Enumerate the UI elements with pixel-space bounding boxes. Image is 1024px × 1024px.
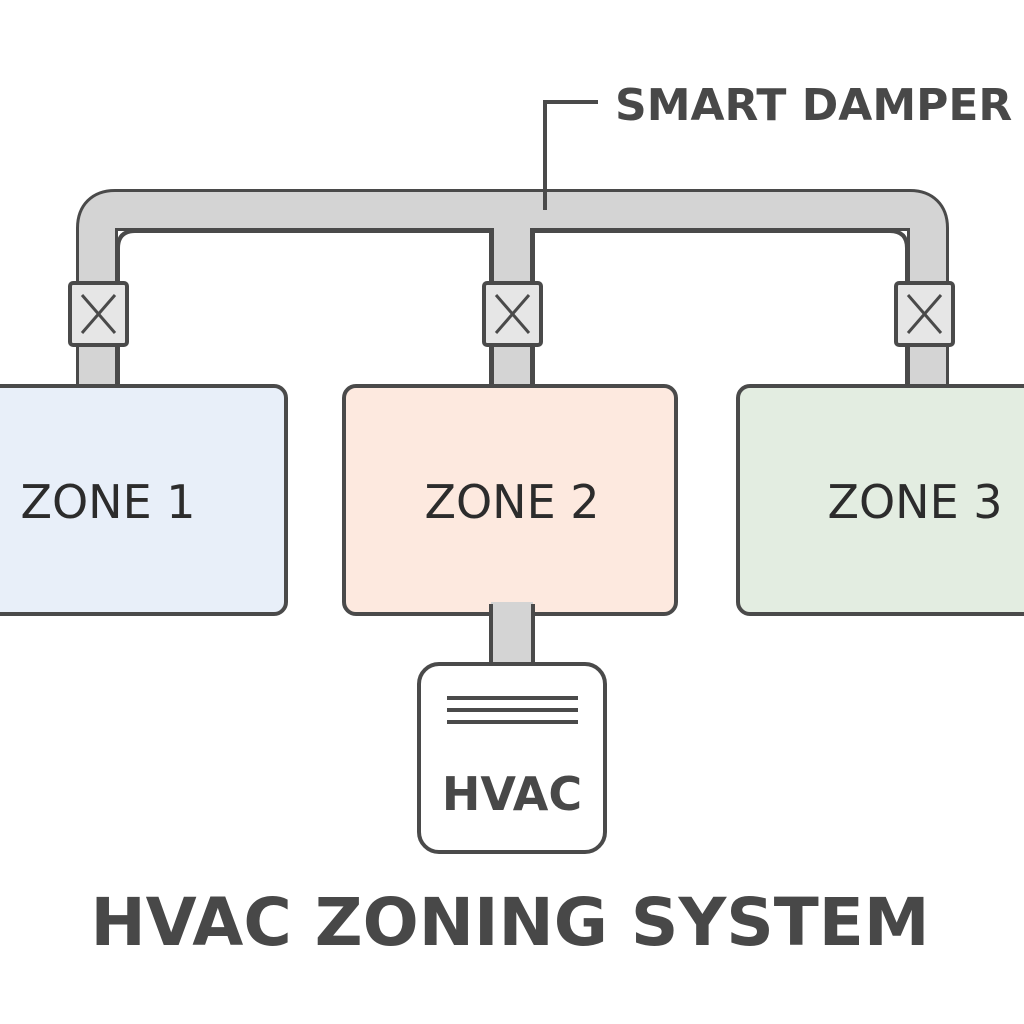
zone-1: ZONE 1: [0, 384, 288, 616]
zone-1-label: ZONE 1: [20, 475, 195, 529]
hvac-unit: HVAC: [417, 662, 607, 854]
smart-damper-leader-line: [543, 100, 598, 210]
zone-1-box: [0, 384, 288, 616]
supply-duct-to-hvac: [489, 602, 535, 666]
damper-zone-1: [68, 281, 129, 347]
supply-duct-network: [76, 189, 949, 385]
zone-3-label: ZONE 3: [827, 475, 1002, 529]
smart-damper-label: SMART DAMPER: [615, 80, 1012, 131]
hvac-unit-label: HVAC: [442, 767, 582, 821]
diagram-title: HVAC ZONING SYSTEM: [90, 884, 929, 961]
zone-2-label: ZONE 2: [424, 475, 599, 529]
damper-zone-2: [482, 281, 543, 347]
duct-inner-edge-left: [116, 229, 493, 385]
zone-3-box: [736, 384, 1024, 616]
hvac-unit-box: [417, 662, 607, 854]
vent-lines-icon: [447, 696, 578, 724]
duct-fill: [79, 192, 946, 385]
zone-3: ZONE 3: [736, 384, 1024, 616]
zone-2: ZONE 2: [342, 384, 678, 616]
duct-inner-edge-right: [531, 229, 909, 385]
damper-zone-3: [894, 281, 955, 347]
